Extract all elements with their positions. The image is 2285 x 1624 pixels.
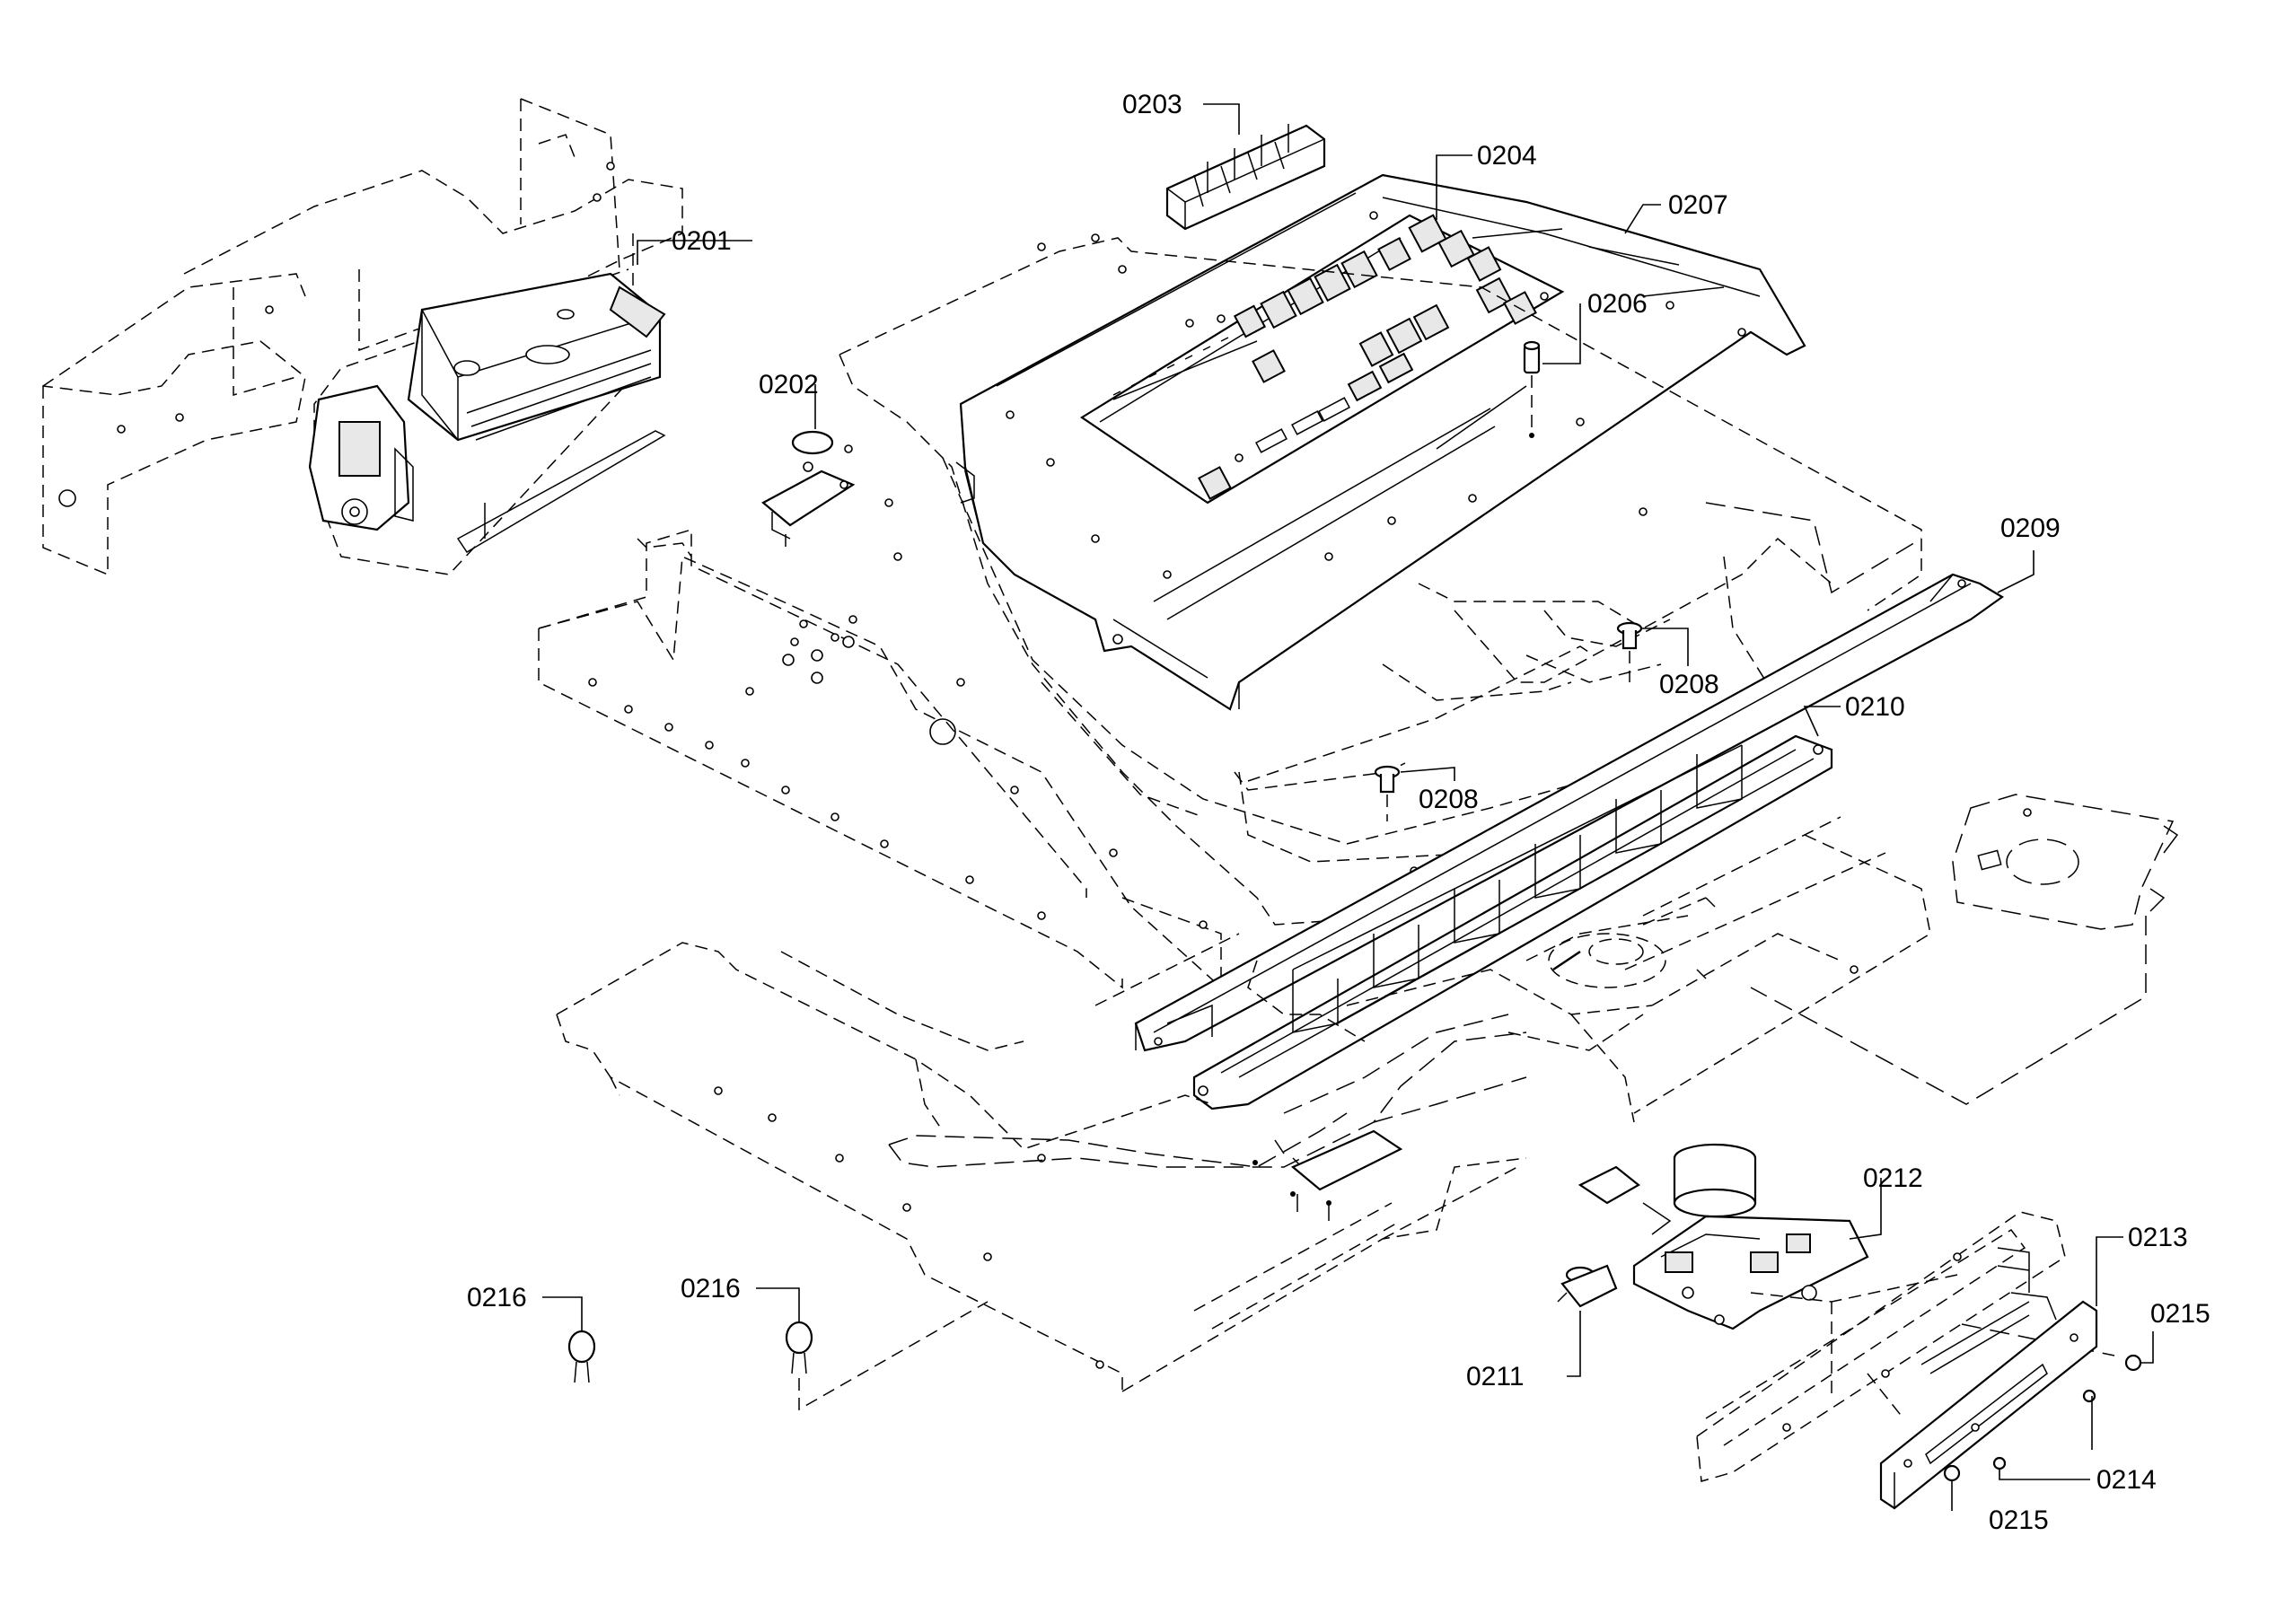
callout-0206: 0206: [1587, 289, 1648, 319]
right-side-rail: [1696, 1211, 2115, 1482]
part-0208-plug-upper: [1616, 621, 1643, 682]
callout-0204: 0204: [1477, 141, 1537, 171]
callout-0212: 0212: [1863, 1163, 1923, 1193]
part-0209-rail: [1134, 573, 2005, 1052]
callout-0210: 0210: [1845, 692, 1905, 722]
callout-0208-lower: 0208: [1419, 785, 1479, 814]
part-0207-mounting-tray: [955, 173, 1806, 711]
part-0206-standoff: [1523, 340, 1541, 438]
part-0202-thermostat: [761, 430, 856, 552]
leader-lines: [542, 103, 2154, 1511]
callout-0211: 0211: [1466, 1362, 1525, 1391]
part-0208-plug-lower: [1374, 765, 1401, 821]
part-0216-pin-right: [785, 1301, 989, 1411]
left-housing-outline: [42, 98, 683, 576]
part-0210-bracket: [1192, 734, 1833, 1110]
callout-0214: 0214: [2096, 1465, 2157, 1495]
callout-0207: 0207: [1668, 190, 1728, 220]
floor-heater-element: [888, 897, 1716, 1168]
part-0201-motor-assembly: [308, 233, 666, 575]
callout-labels: 0201 0202 0203 0204 0206 0207 0208 0208 …: [467, 90, 2210, 1535]
callout-0209: 0209: [2000, 514, 2061, 543]
callout-0202: 0202: [759, 370, 819, 399]
part-0203-connector-block: [1165, 124, 1326, 231]
callout-0208-upper: 0208: [1659, 670, 1719, 699]
floor-terminals: [1252, 1129, 1403, 1221]
callout-0216-right: 0216: [681, 1274, 741, 1304]
callout-0215-right: 0215: [2150, 1299, 2210, 1329]
left-center-plate: [538, 528, 1087, 920]
callout-0201: 0201: [672, 226, 732, 256]
part-0212-fan-motor: [1578, 1143, 1869, 1330]
part-0216-pin-left: [567, 1330, 596, 1383]
callout-0216-left: 0216: [467, 1283, 527, 1312]
part-0211-thermal-limiter: [1557, 1264, 1618, 1308]
right-cover-plate: [1750, 794, 2179, 1105]
part-0215-screw-bottom: [1943, 1464, 1961, 1482]
part-0215-screw-right: [2124, 1354, 2142, 1372]
oven-cavity-outline: [538, 233, 1922, 1006]
part-0213-front-panel: [1879, 1300, 2098, 1510]
callout-0215-bottom: 0215: [1989, 1505, 2049, 1535]
part-0204-control-board: [1079, 214, 1565, 505]
callout-0203: 0203: [1122, 90, 1182, 119]
callout-0213: 0213: [2128, 1223, 2188, 1252]
lower-floor-panel: [556, 816, 1931, 1392]
